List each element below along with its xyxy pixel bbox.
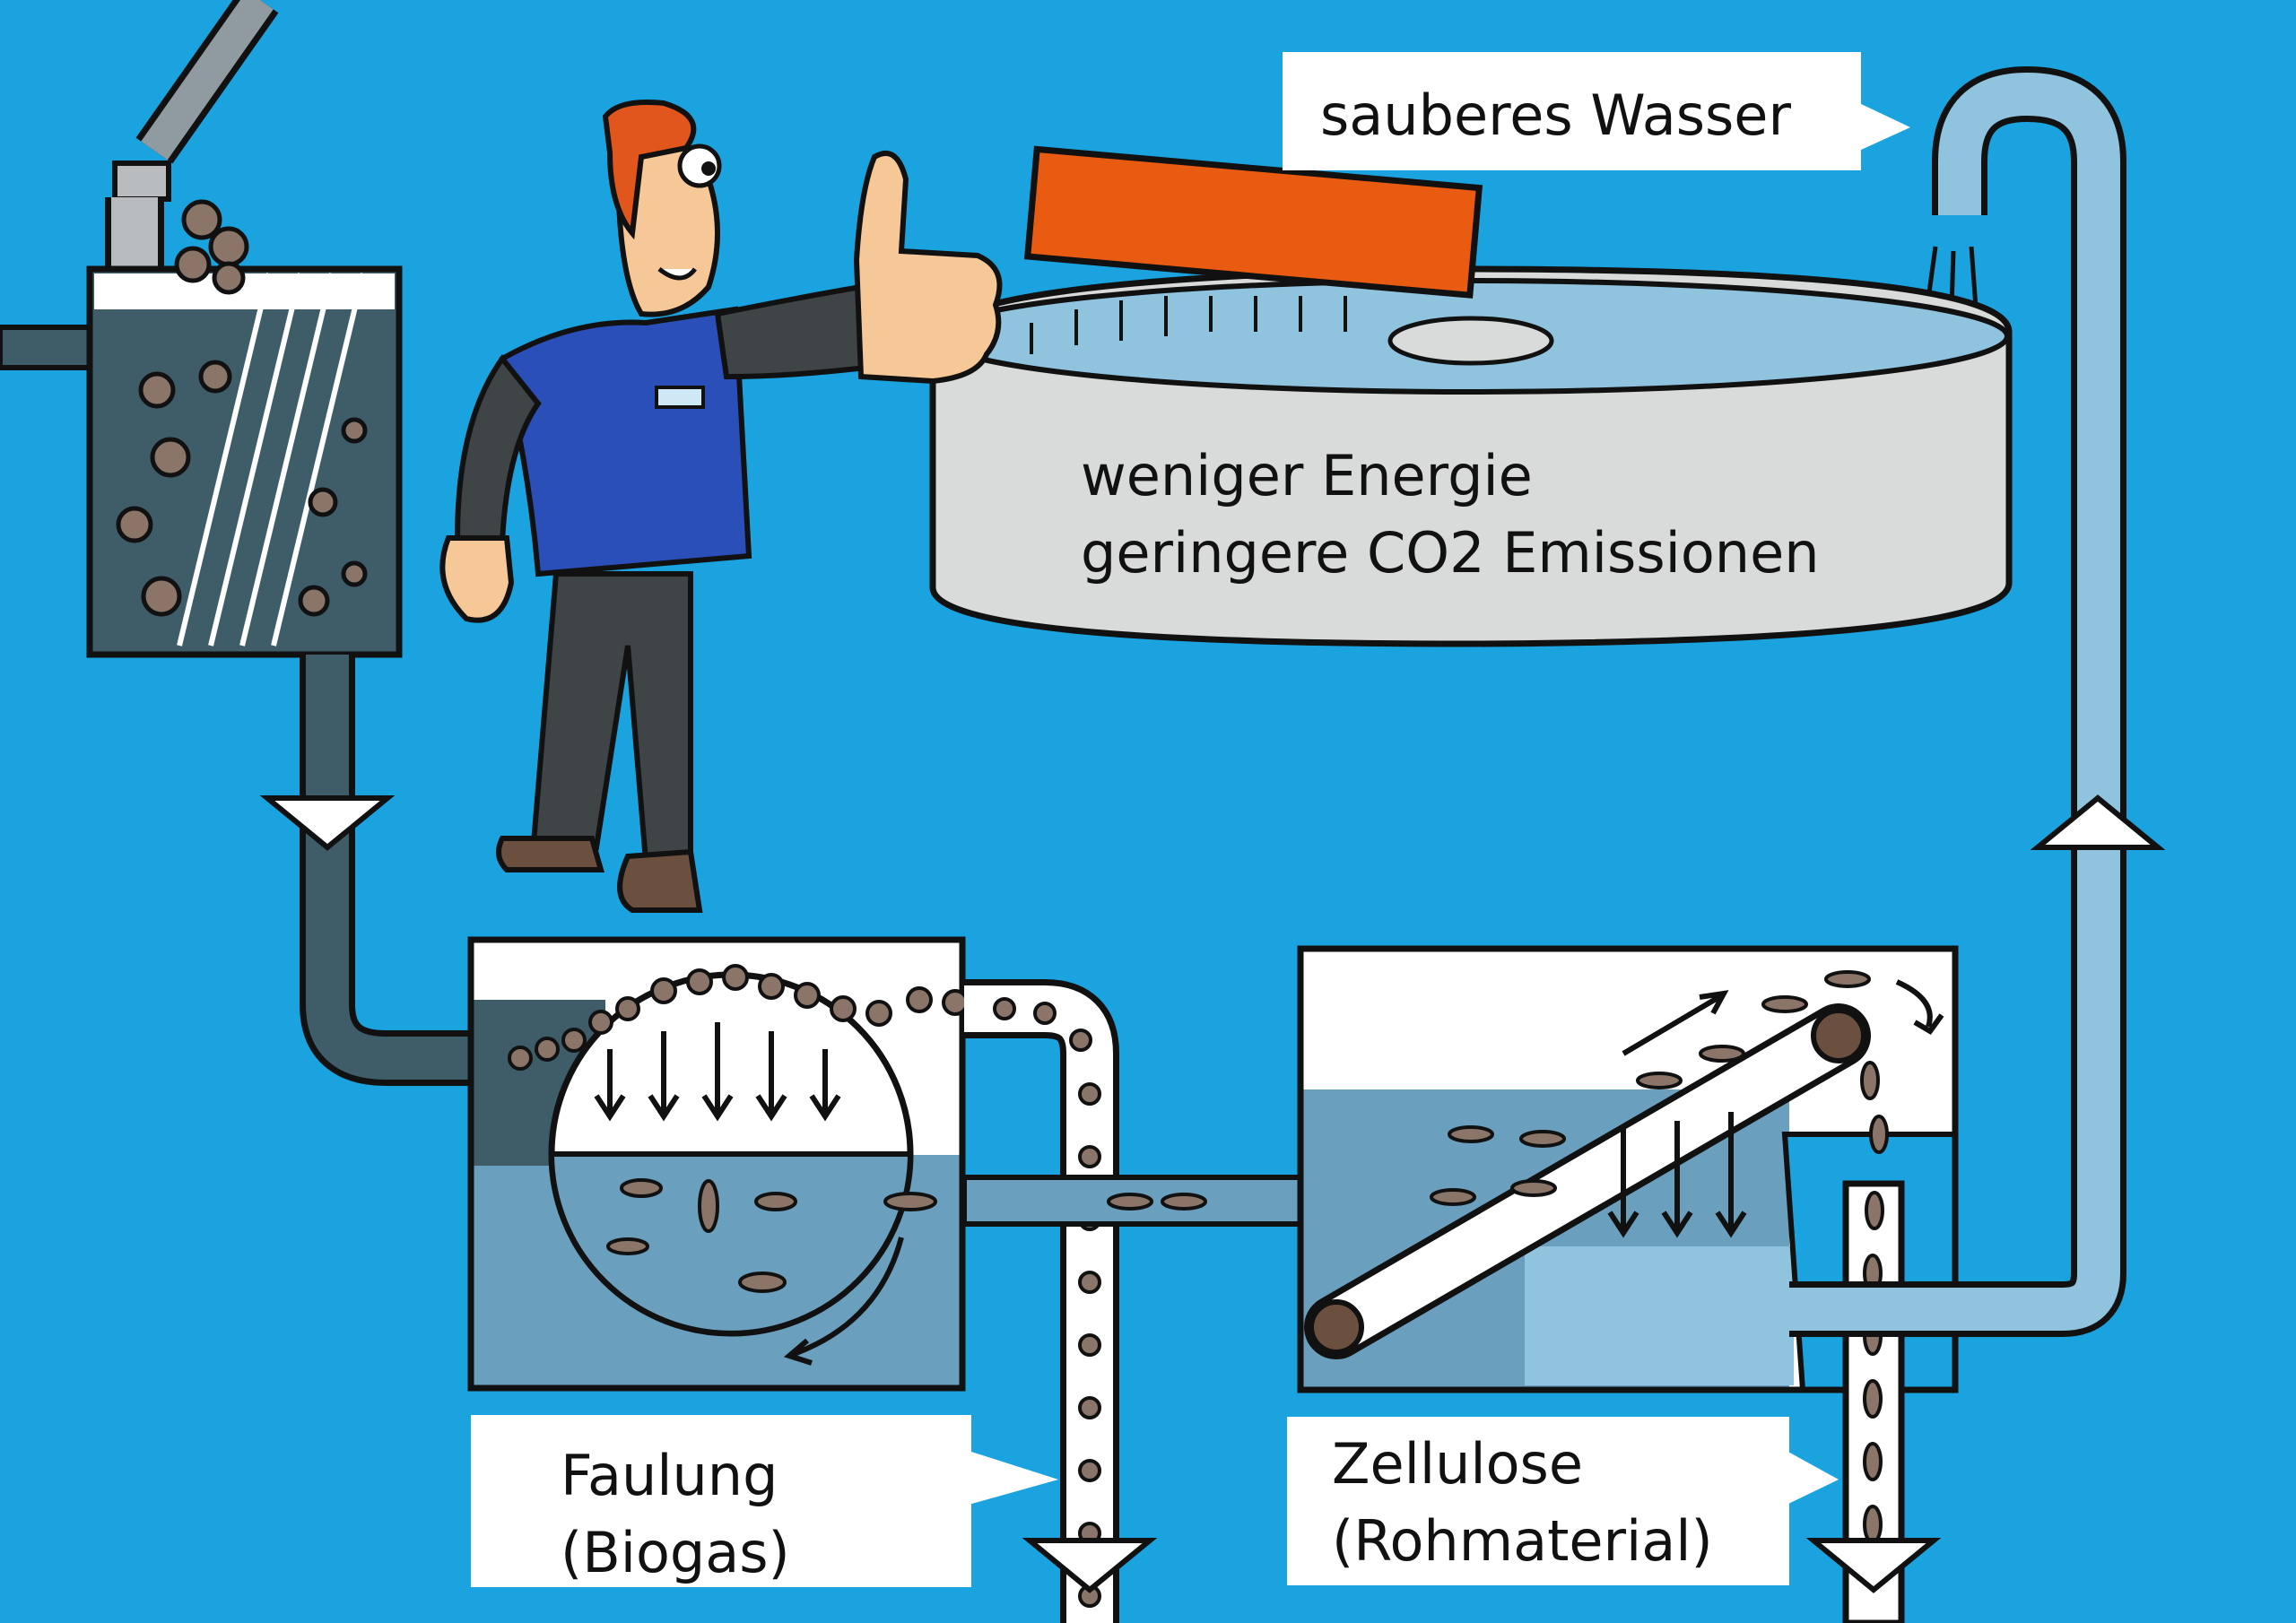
skimmer-panel <box>1023 145 1483 299</box>
label-energy-line1: weniger Energie <box>1081 443 1533 508</box>
clarifier-basin <box>929 265 2013 647</box>
label-clean-water: sauberes Wasser <box>1283 52 1861 170</box>
label-pointer-zellulose <box>1787 1451 1839 1505</box>
separator-arrows <box>1607 979 1944 1238</box>
skimmer-rakes <box>1030 296 1347 354</box>
label-pointer-faulung <box>969 1451 1058 1505</box>
digester-floating-particles <box>508 964 969 1071</box>
worker-hair <box>602 100 697 240</box>
worker-badge <box>655 386 705 409</box>
label-digestion-line2: (Biogas) <box>561 1519 790 1585</box>
digester-sludge <box>606 1178 937 1293</box>
label-cellulose: Zellulose (Rohmaterial) <box>1287 1417 1789 1585</box>
label-clean-water-text: sauberes Wasser <box>1320 82 1791 148</box>
worker-figure <box>439 100 1003 913</box>
worker-thumbs-up <box>853 150 1003 385</box>
label-energy-line2: geringere CO2 Emissionen <box>1081 519 1820 586</box>
label-digestion-line1: Faulung <box>561 1443 778 1508</box>
screen-debris <box>116 199 368 617</box>
flow-arrow-down-left <box>259 795 396 851</box>
worker-shoe-right <box>617 848 703 913</box>
worker-hand-left <box>439 535 515 623</box>
worker-shoe-left <box>496 836 604 872</box>
flow-arrow-up <box>2030 794 2166 850</box>
separator-particles <box>1430 970 1871 1206</box>
label-cellulose-line1: Zellulose <box>1332 1431 1583 1497</box>
label-pointer-water <box>1859 103 1910 151</box>
conveyor-belt <box>1304 1003 1871 1359</box>
digester-arrows <box>594 1022 904 1366</box>
worker-mouth <box>657 267 697 281</box>
screen-chamber <box>86 265 403 658</box>
label-energy: weniger Energie geringere CO2 Emissionen <box>1081 438 1820 591</box>
worker-shirt <box>499 306 752 577</box>
worker-eye <box>677 143 722 188</box>
label-cellulose-line2: (Rohmaterial) <box>1332 1507 1713 1574</box>
flow-arrow-down-right <box>1805 1538 1942 1593</box>
inflow-pipe-left <box>0 325 101 370</box>
flow-arrow-down-middle <box>1022 1538 1158 1593</box>
label-digestion: Faulung (Biogas) <box>471 1415 971 1587</box>
